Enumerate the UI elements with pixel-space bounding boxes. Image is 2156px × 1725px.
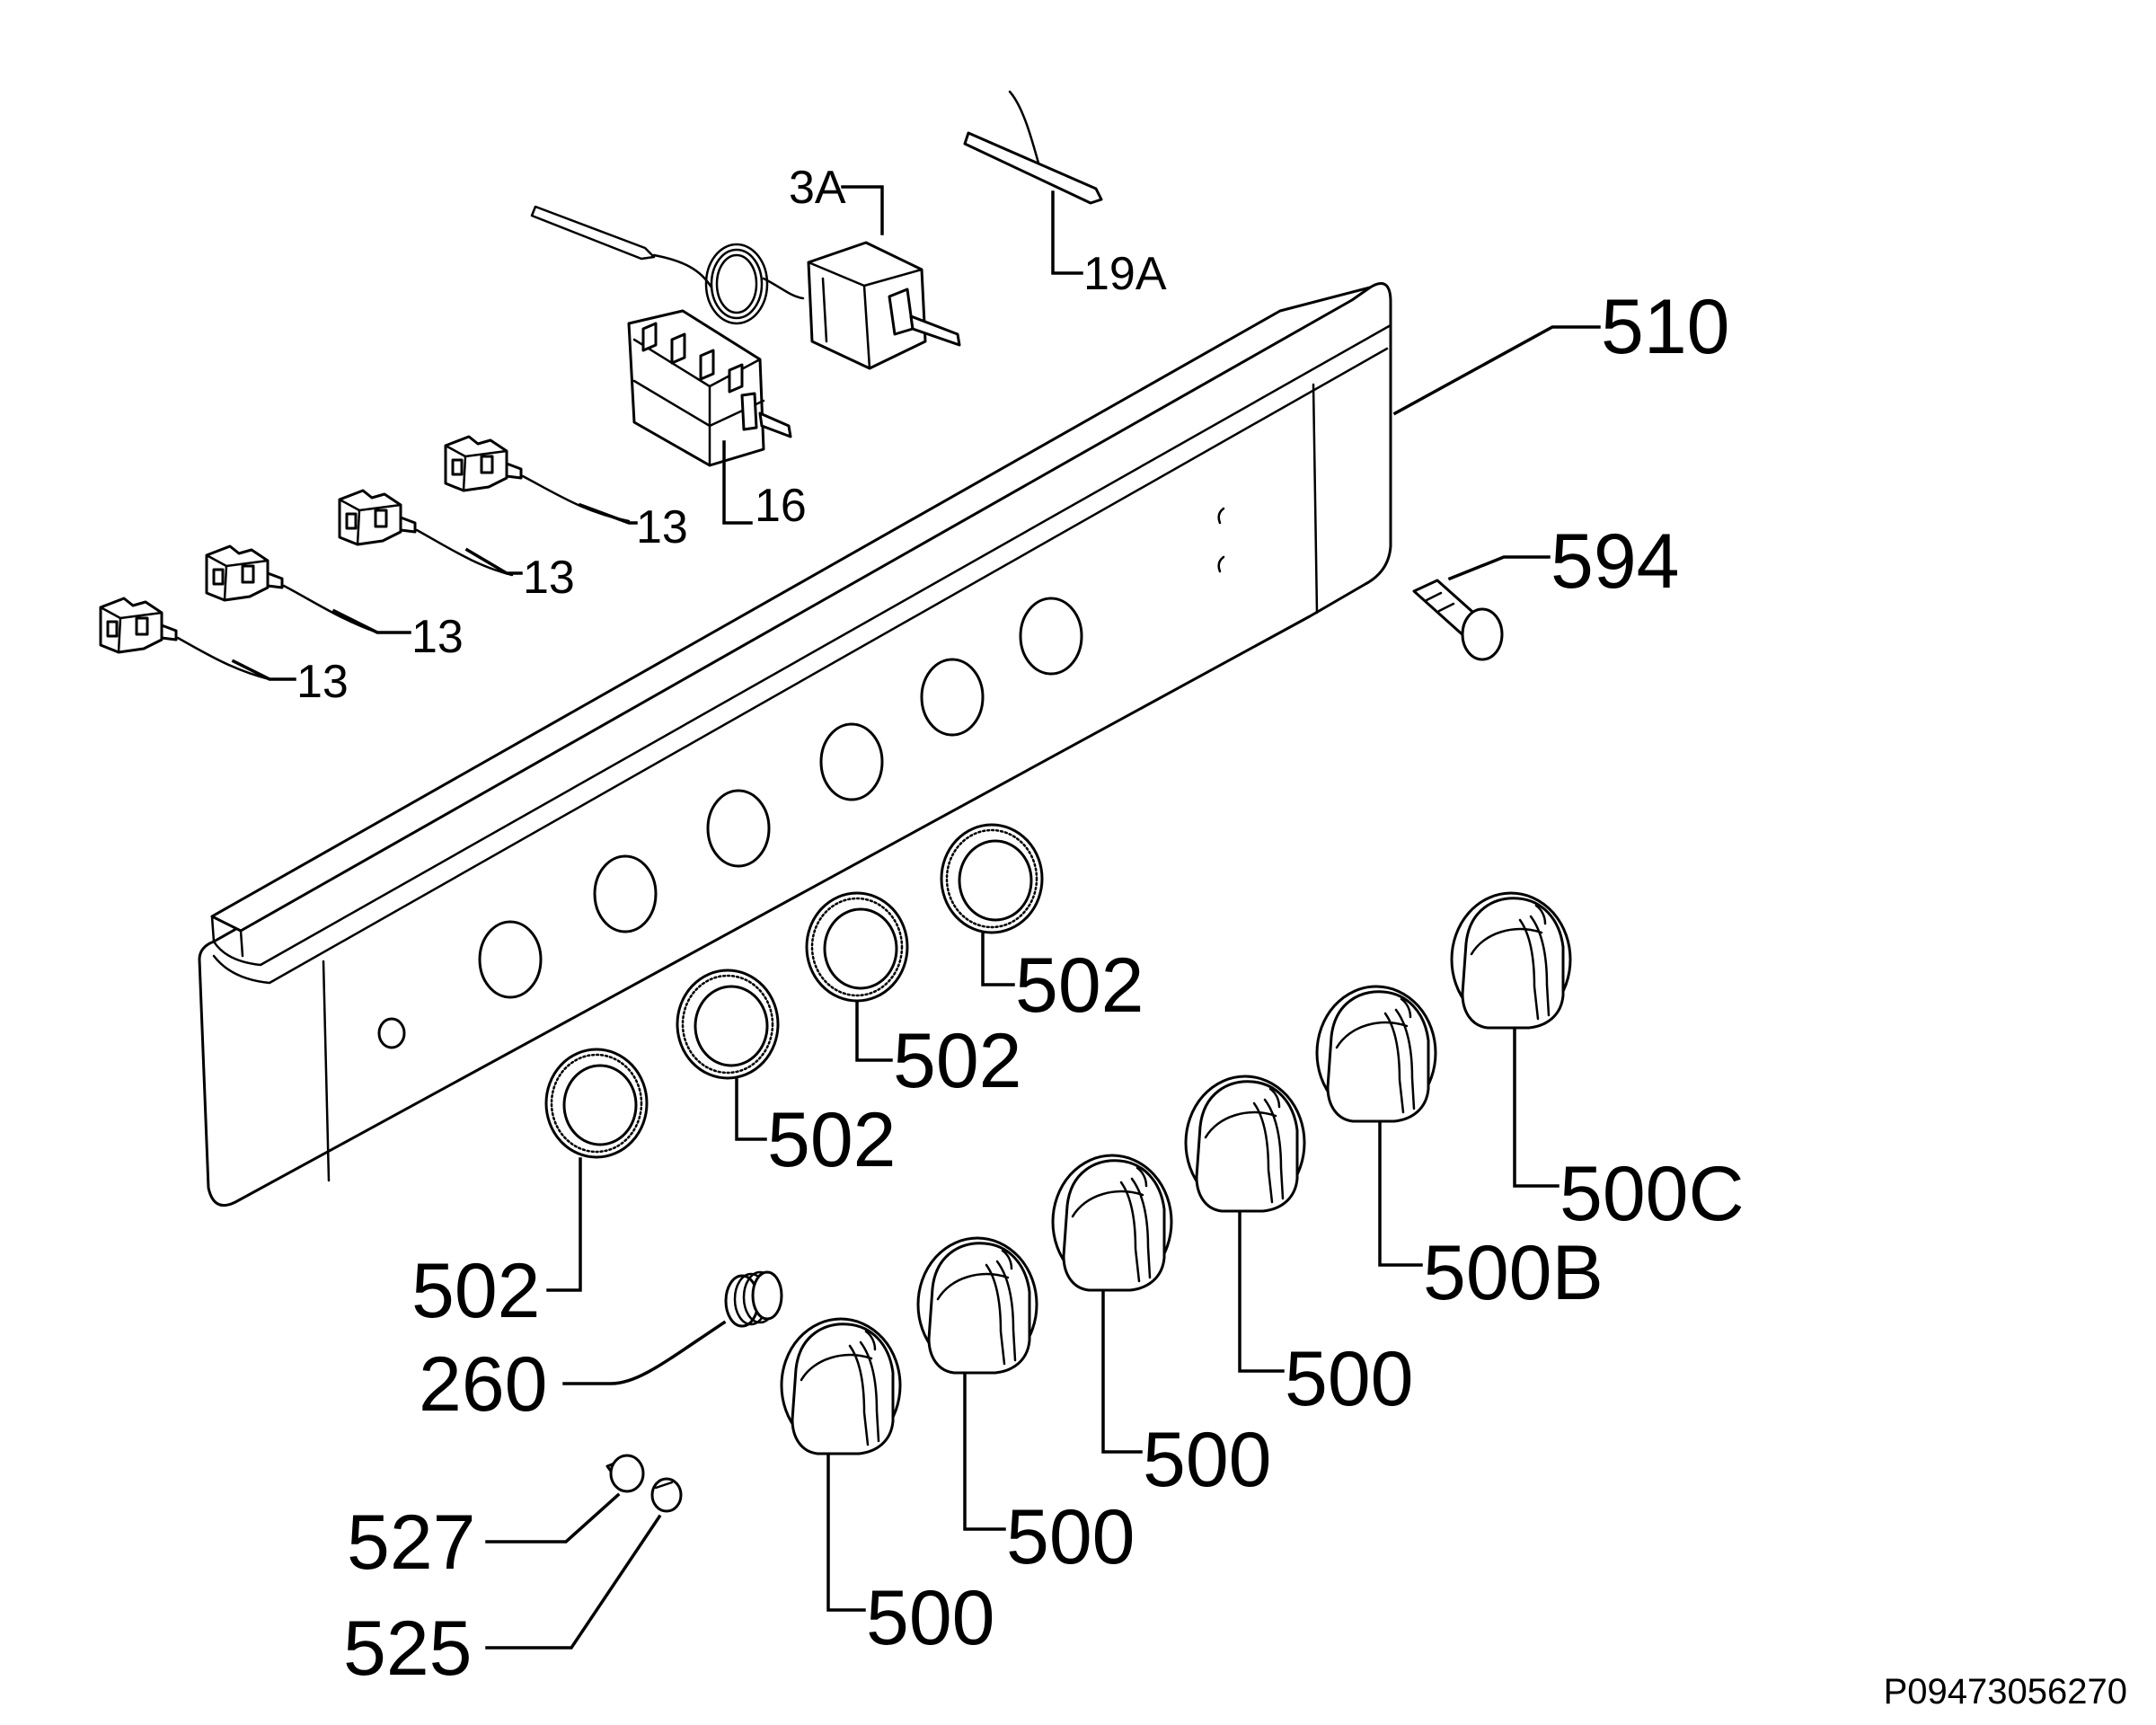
callout-260: 260: [419, 1341, 548, 1428]
callout-13-1: 13: [636, 501, 688, 553]
knob-bezel: [805, 891, 909, 1003]
control-knob: [780, 1317, 902, 1455]
callout-500-4: 500: [1285, 1336, 1414, 1422]
panel-clip-slots: [1217, 507, 1225, 573]
control-knob: [916, 1236, 1038, 1375]
callout-502-2: 502: [893, 1018, 1022, 1104]
callout-13-4: 13: [296, 656, 349, 708]
panel-knob-hole: [706, 789, 771, 868]
callout-500B: 500B: [1423, 1230, 1604, 1316]
panel-knob-hole: [1019, 597, 1083, 676]
thermostat: [530, 205, 961, 370]
callout-19A: 19A: [1083, 248, 1167, 300]
callout-13-2: 13: [523, 552, 575, 604]
knob-bezel: [544, 1048, 649, 1159]
sensor-probe: [963, 90, 1103, 205]
callout-594: 594: [1551, 518, 1680, 605]
knob-bezel: [676, 969, 780, 1080]
panel-lamp-hole: [377, 1017, 406, 1049]
push-switch: [338, 489, 514, 577]
callout-16: 16: [755, 480, 807, 532]
callout-502-1: 502: [1015, 942, 1144, 1029]
control-panel: [198, 282, 1392, 1207]
document-id: P09473056270: [1884, 1672, 2127, 1712]
panel-knob-hole: [593, 854, 658, 933]
control-knob: [1450, 891, 1572, 1030]
push-switch: [444, 435, 631, 523]
selector-switch: [627, 309, 792, 467]
cap-525: [650, 1477, 683, 1513]
panel-knob-hole: [819, 722, 884, 801]
callout-3A: 3A: [789, 162, 846, 214]
cap-527: [605, 1454, 645, 1493]
callout-502-4: 502: [411, 1248, 541, 1334]
indicator-lamp: [1412, 579, 1504, 661]
control-knob: [1051, 1154, 1173, 1292]
callout-502-3: 502: [767, 1097, 897, 1183]
callout-500-2: 500: [1006, 1494, 1135, 1580]
control-knob: [1184, 1075, 1306, 1213]
callout-525: 525: [343, 1606, 473, 1692]
knob-bezel: [940, 823, 1044, 934]
spring: [724, 1270, 783, 1328]
callout-500-1: 500: [866, 1575, 995, 1661]
push-switch: [99, 597, 271, 681]
panel-knob-hole: [478, 920, 543, 999]
callout-13-3: 13: [411, 611, 464, 663]
callout-500-3: 500: [1143, 1417, 1272, 1503]
callout-510: 510: [1601, 284, 1730, 370]
control-knob: [1315, 985, 1437, 1123]
panel-knob-hole: [920, 658, 985, 737]
callout-500C: 500C: [1560, 1151, 1745, 1237]
callout-527: 527: [347, 1499, 476, 1586]
